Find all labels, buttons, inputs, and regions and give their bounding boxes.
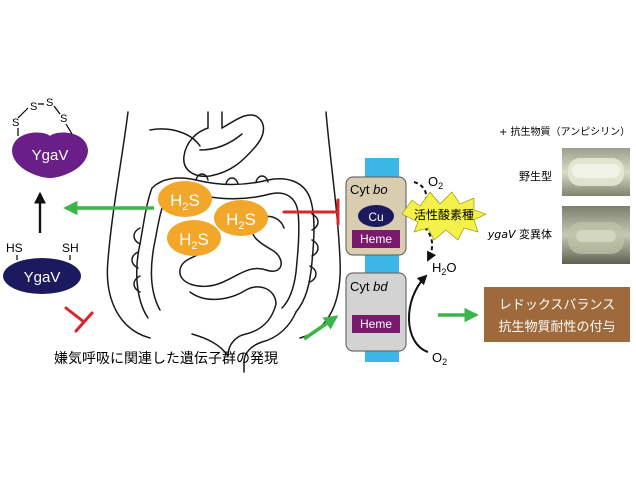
cytbd-reaction-arrow	[408, 274, 429, 353]
copper-label: Cu	[368, 210, 383, 224]
ygav-reduced-shape	[3, 258, 81, 294]
cyt-bo-complex: Cyt bo Cu Heme	[345, 176, 407, 256]
wild-type-label: 野生型	[519, 169, 552, 183]
mutant-tube-photo	[562, 206, 630, 264]
result-line-2: 抗生物質耐性の付与	[498, 320, 615, 335]
ygav-oxidized: YgaV S S S S	[12, 97, 88, 178]
svg-text:S: S	[60, 113, 67, 125]
result-line-1: レドックスバランス	[499, 298, 615, 313]
result-box: レドックスバランス 抗生物質耐性の付与	[484, 287, 630, 342]
cyt-bd-heme	[352, 315, 400, 333]
torso-intestine-illustration	[106, 111, 341, 373]
mutant-label: ygaV 変異体	[487, 227, 552, 241]
cyt-bd-label: Cyt bd	[350, 279, 388, 294]
antibiotic-header: + 抗生物質（アンピシリン）	[499, 125, 630, 138]
polysulfide-bridge: S S S S	[12, 97, 73, 136]
cyt-bd-heme-label: Heme	[360, 317, 392, 331]
h2s-label: H2S	[226, 210, 256, 232]
h2s-label: H2S	[179, 230, 209, 252]
copper-center	[358, 205, 394, 227]
cyt-bo-heme	[352, 230, 400, 248]
water-label: H2O	[432, 260, 457, 277]
h2s-molecule: H2S	[158, 181, 212, 217]
oxygen-bottom-label: O2	[432, 350, 447, 367]
h2s-molecule: H2S	[214, 200, 268, 236]
oxygen-top-label: O2	[428, 174, 443, 191]
h2s-cluster: H2S H2S H2S	[158, 181, 268, 256]
cyt-bo-heme-label: Heme	[360, 232, 392, 246]
ygav-reduced: YgaV HS SH	[3, 241, 81, 294]
ygav-reduced-label: YgaV	[24, 269, 61, 286]
anaerobic-genes-label: 嫌気呼吸に関連した遺伝子群の発現	[54, 351, 278, 367]
h2s-label: H2S	[170, 191, 200, 213]
thiol-left: HS	[6, 241, 23, 255]
cyt-bo-label: Cyt bo	[350, 182, 388, 197]
h2s-molecule: H2S	[167, 220, 221, 256]
ros-burst: 活性酸素種	[401, 191, 487, 241]
ygav-oxidized-shape	[12, 132, 88, 178]
oxygen-dashed-arrow-in	[413, 181, 428, 213]
svg-text:S: S	[46, 97, 53, 109]
ros-label: 活性酸素種	[414, 207, 474, 222]
inhibition-h2s-cytbo	[282, 198, 340, 226]
svg-text:S: S	[30, 101, 37, 113]
wild-type-tube-photo	[562, 148, 630, 196]
inhibition-ygav-genes	[64, 306, 94, 333]
genes-to-cytbd-arrow	[302, 315, 339, 341]
thiol-right: SH	[62, 241, 79, 255]
svg-text:S: S	[12, 117, 19, 129]
ygav-oxidized-label: YgaV	[32, 147, 69, 164]
cyt-bd-complex: Cyt bd Heme	[345, 272, 407, 352]
